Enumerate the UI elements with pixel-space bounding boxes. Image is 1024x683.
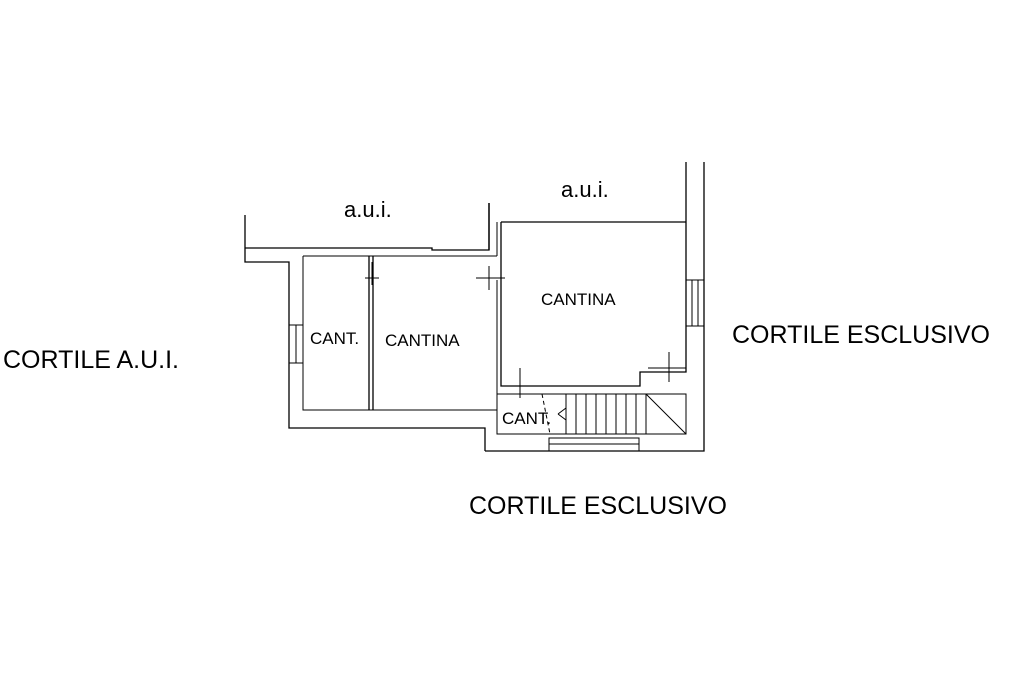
stair-block <box>496 368 687 435</box>
label-cortile-aui: CORTILE A.U.I. <box>3 346 179 374</box>
window-right <box>685 279 705 327</box>
label-room-cant: CANT. <box>310 329 359 348</box>
label-room-cant-small: CANT. <box>502 409 551 428</box>
label-cortile-esclusivo-bottom: CORTILE ESCLUSIVO <box>469 492 727 520</box>
label-aui-left: a.u.i. <box>344 197 392 222</box>
label-cortile-esclusivo-right: CORTILE ESCLUSIVO <box>732 321 990 349</box>
wall-outline-left <box>244 203 490 451</box>
interior-walls-left <box>302 222 498 451</box>
window-bottom <box>548 437 640 452</box>
label-room-cantina-left: CANTINA <box>385 331 460 350</box>
label-aui-right: a.u.i. <box>561 177 609 202</box>
window-left <box>288 324 304 364</box>
label-room-cantina-right: CANTINA <box>541 290 616 309</box>
door-marks <box>365 262 686 382</box>
